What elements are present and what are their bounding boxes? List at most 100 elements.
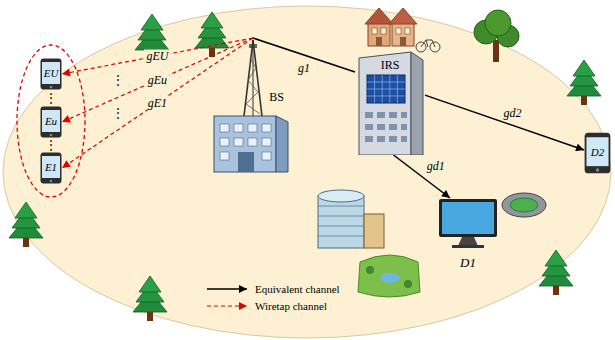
legend-swatch [207,305,247,306]
irs-building [367,75,405,103]
base-station: BS [236,38,284,116]
office-building [364,214,384,248]
base-station-building [238,152,254,172]
office-building [318,216,364,217]
ellipsis-dots: ⋮ [112,74,124,86]
equivalent-channel [394,155,451,198]
ellipsis-dots: ⋮ [112,107,124,119]
pine-tree [567,60,601,105]
irs-building [367,89,405,90]
irs-building [401,124,407,130]
node-label: IRS [381,58,400,72]
office-building [318,226,364,227]
office-building [318,190,364,202]
office-building [318,196,364,248]
tv-icon [458,237,478,246]
office-building [318,206,364,236]
legend-swatch [205,300,249,312]
irs-building [377,136,385,142]
equivalent-channel [425,95,584,150]
channel-label: gd1 [425,159,447,172]
irs-building [377,124,385,130]
houses [368,22,390,46]
stadium [502,193,546,217]
stadium [510,198,538,212]
node-label: BS [269,90,284,104]
phone-icon [596,168,599,171]
eavesdropper-group [17,45,85,197]
irs-building [365,112,407,142]
legend-row: Equivalent channel [205,280,340,297]
channel-label: gE1 [146,97,169,110]
node-label: Eu [45,115,57,127]
houses [365,8,417,46]
park [358,255,420,297]
base-station-building [248,138,257,146]
irs-building [365,136,373,142]
houses [381,28,386,34]
irs-building [401,112,407,118]
eavesdropper: E1 [40,152,62,184]
antenna-tower [236,38,284,116]
houses [392,22,414,46]
tv-icon [439,199,497,237]
houses [396,28,401,34]
legend-row: Wiretap channel [205,297,340,314]
ground-area [3,6,611,338]
phone-icon [585,133,611,174]
legend-swatch [207,288,247,290]
antenna-tower [244,40,253,116]
bicycle [416,40,440,52]
base-station-building [262,124,271,132]
wiretap-channel [62,38,253,74]
irs-building [389,124,397,130]
park [404,280,412,288]
phone-icon [42,156,60,178]
irs-building [359,52,411,155]
base-station-building [220,138,229,146]
antenna-tower [253,40,254,116]
tv-icon [442,202,494,234]
user-device: D1 [438,198,498,270]
base-station-building [262,138,271,146]
irs-building [365,124,373,130]
office-building [318,206,364,207]
irs-building [374,75,375,103]
phone-icon [50,86,53,89]
houses [405,28,410,34]
irs-building [367,82,405,83]
base-station-building [248,124,257,132]
node-label: EU [44,67,59,79]
legend-swatch [205,283,249,295]
base-station-building [234,138,243,146]
office-building [318,236,364,237]
phone-icon [50,180,53,183]
antenna-tower [253,40,262,116]
houses [376,37,382,46]
houses [389,8,417,24]
park [358,255,420,297]
antenna-tower [246,58,260,114]
houses [365,8,393,24]
base-station-building [214,116,276,172]
channel-label: gd2 [501,107,523,120]
node-label: D1 [460,256,476,270]
ellipsis-dots: ⋮ [45,92,57,104]
bicycle [426,40,428,47]
phone-icon [41,107,62,138]
channel-label: gEu [146,74,169,87]
node-label: E1 [45,161,57,173]
channel-label: g1 [296,62,312,75]
base-station-building [276,116,288,172]
stadium [502,193,546,217]
pine-tree [9,202,43,247]
phone-icon [41,153,62,184]
irs-building [365,112,373,118]
oak-tree [485,10,511,36]
pine-tree [133,276,167,321]
irs-building [382,75,383,103]
user-device: D2 [584,132,611,174]
pine-tree [9,12,601,321]
pine-tree [539,250,573,295]
irs-building [367,75,405,103]
